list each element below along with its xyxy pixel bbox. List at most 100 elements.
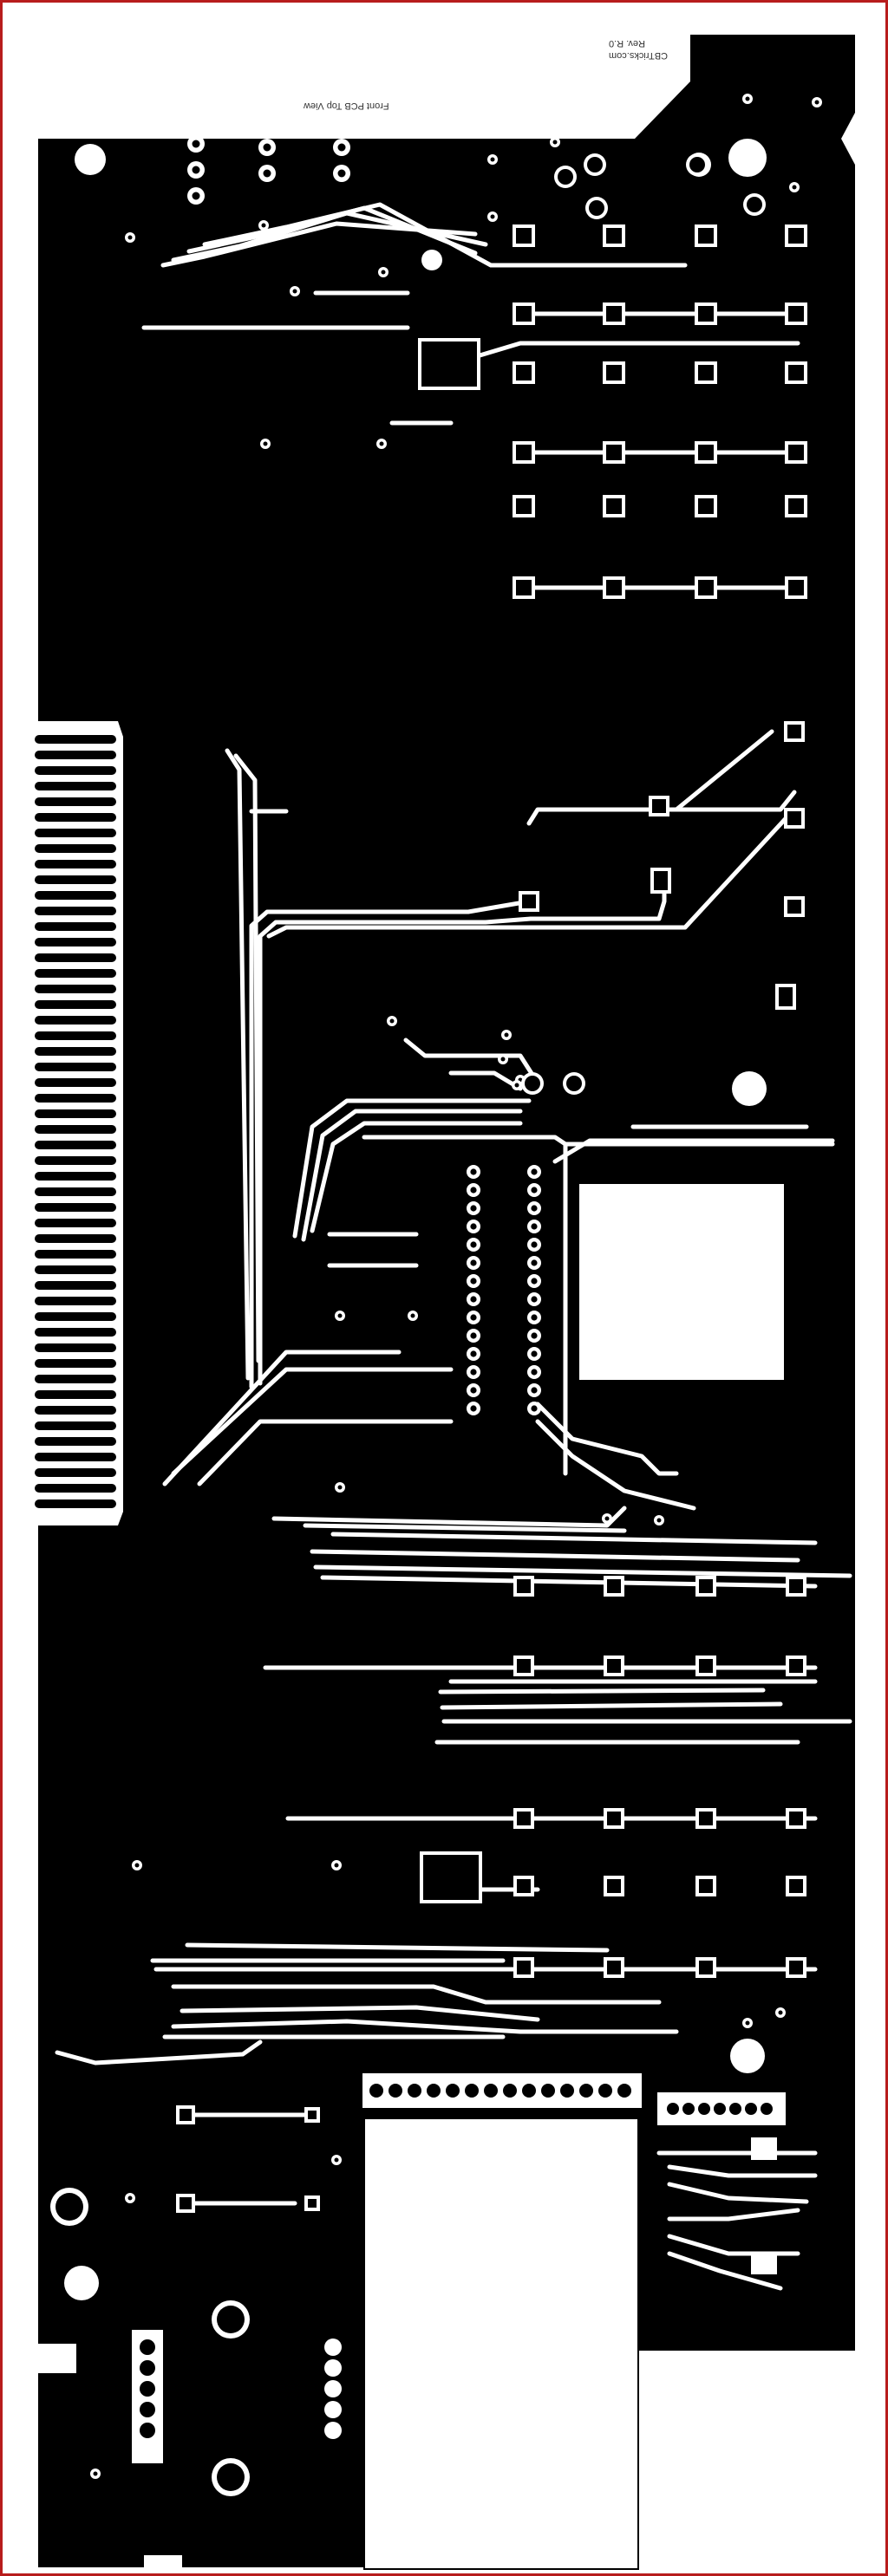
connector-finger [35, 766, 116, 775]
connector-finger [35, 1297, 116, 1305]
ring-pad-hole [566, 1076, 582, 1091]
trace [55, 2039, 263, 2065]
pad-hole [531, 1278, 538, 1285]
pad-hole [470, 1332, 477, 1339]
via-hole [263, 441, 268, 446]
pad-hole [531, 1314, 538, 1321]
connector-finger [35, 1390, 116, 1399]
square-pad-inner [180, 2197, 192, 2209]
trace [440, 1701, 783, 1710]
square-pad-inner [699, 1812, 713, 1825]
connector-finger [35, 1484, 116, 1493]
trace [292, 1098, 532, 1239]
ring-pad-hole [558, 169, 573, 185]
bottom-header-pin [369, 2084, 383, 2098]
pad-hole [263, 169, 271, 178]
mounting-ring-hole [56, 2193, 83, 2221]
connector-finger [35, 1234, 116, 1243]
copper-pour [38, 35, 855, 2567]
square-pad-inner [699, 1579, 713, 1593]
square-pad-inner [180, 2109, 192, 2121]
loose-pin [324, 2380, 342, 2397]
trace [667, 2164, 818, 2178]
trace [202, 202, 688, 268]
trace [438, 1688, 766, 1695]
pad-hole [470, 1187, 477, 1194]
square-pad-inner [606, 445, 622, 460]
connector-finger [35, 1094, 116, 1103]
bottom-header-pin [484, 2084, 498, 2098]
square-pad-inner [517, 1812, 531, 1825]
square-pad-inner [699, 1659, 713, 1673]
trace [185, 1942, 610, 1953]
connector-finger [35, 844, 116, 853]
ring-pad-hole [587, 157, 603, 172]
via-hole [500, 1057, 506, 1062]
trace [667, 2251, 783, 2291]
trace [535, 1402, 679, 1476]
connector-pin [140, 2402, 155, 2417]
via-hole [381, 270, 386, 275]
connector-finger [35, 1141, 116, 1149]
trace [313, 1564, 852, 1578]
pad-hole [192, 140, 200, 148]
board-revision: Rev. R.0 [609, 38, 645, 49]
bottom-header-pin [579, 2084, 593, 2098]
via-hole [134, 1863, 140, 1868]
bottom-cutout-outline [363, 2117, 639, 2570]
square-pad-inner [787, 900, 801, 914]
pad-hole [470, 1168, 477, 1175]
square-pad-inner [517, 1879, 531, 1893]
connector-finger [35, 1265, 116, 1274]
via-hole [490, 157, 495, 162]
connector-finger [35, 1468, 116, 1477]
trace [171, 2019, 679, 2034]
via-hole [261, 223, 266, 228]
square-pad-inner [522, 894, 536, 908]
via-hole [292, 289, 297, 294]
pad-hole [531, 1387, 538, 1394]
connector-finger [35, 1437, 116, 1446]
connector-finger [35, 1063, 116, 1071]
connector-finger [35, 751, 116, 759]
via-hole [337, 1485, 343, 1490]
via-hole [656, 1518, 662, 1523]
connector-finger [35, 1421, 116, 1430]
board-site: CBTricks.com [609, 50, 669, 61]
square-pad-inner [788, 498, 804, 514]
trace [233, 753, 261, 1363]
connector-finger [35, 985, 116, 993]
trace [266, 812, 792, 939]
square-pad-inner [607, 1659, 621, 1673]
via-hole [552, 140, 558, 145]
bottom-header-pin [465, 2084, 479, 2098]
square-pad-inner [421, 342, 477, 387]
square-pad-inner [789, 1812, 803, 1825]
pad-hole [192, 166, 200, 174]
bottom-header-pin [560, 2084, 574, 2098]
square-pad-inner [607, 1961, 621, 1974]
trace [249, 899, 532, 1389]
via-hole [504, 1032, 509, 1038]
square-pad-inner [308, 2199, 317, 2208]
via-hole [745, 96, 750, 101]
via-hole [792, 185, 797, 190]
pad-hole [337, 143, 346, 152]
ring-pad-hole [525, 1076, 540, 1091]
connector-finger [35, 1328, 116, 1337]
square-pad-inner [516, 306, 532, 322]
loose-pin [324, 2401, 342, 2418]
square-pad-inner [788, 228, 804, 244]
square-pad-inner [789, 1579, 803, 1593]
bottom-header-pin [617, 2084, 631, 2098]
square-marker [751, 2137, 777, 2160]
via-hole [334, 1863, 339, 1868]
via-hole [379, 441, 384, 446]
square-pad-inner [606, 306, 622, 322]
pads [50, 94, 822, 2496]
pad-hole [531, 1168, 538, 1175]
square-pad-inner [788, 365, 804, 381]
connector-finger [35, 891, 116, 900]
connector-pin [140, 2339, 155, 2355]
pad-hole [470, 1405, 477, 1412]
